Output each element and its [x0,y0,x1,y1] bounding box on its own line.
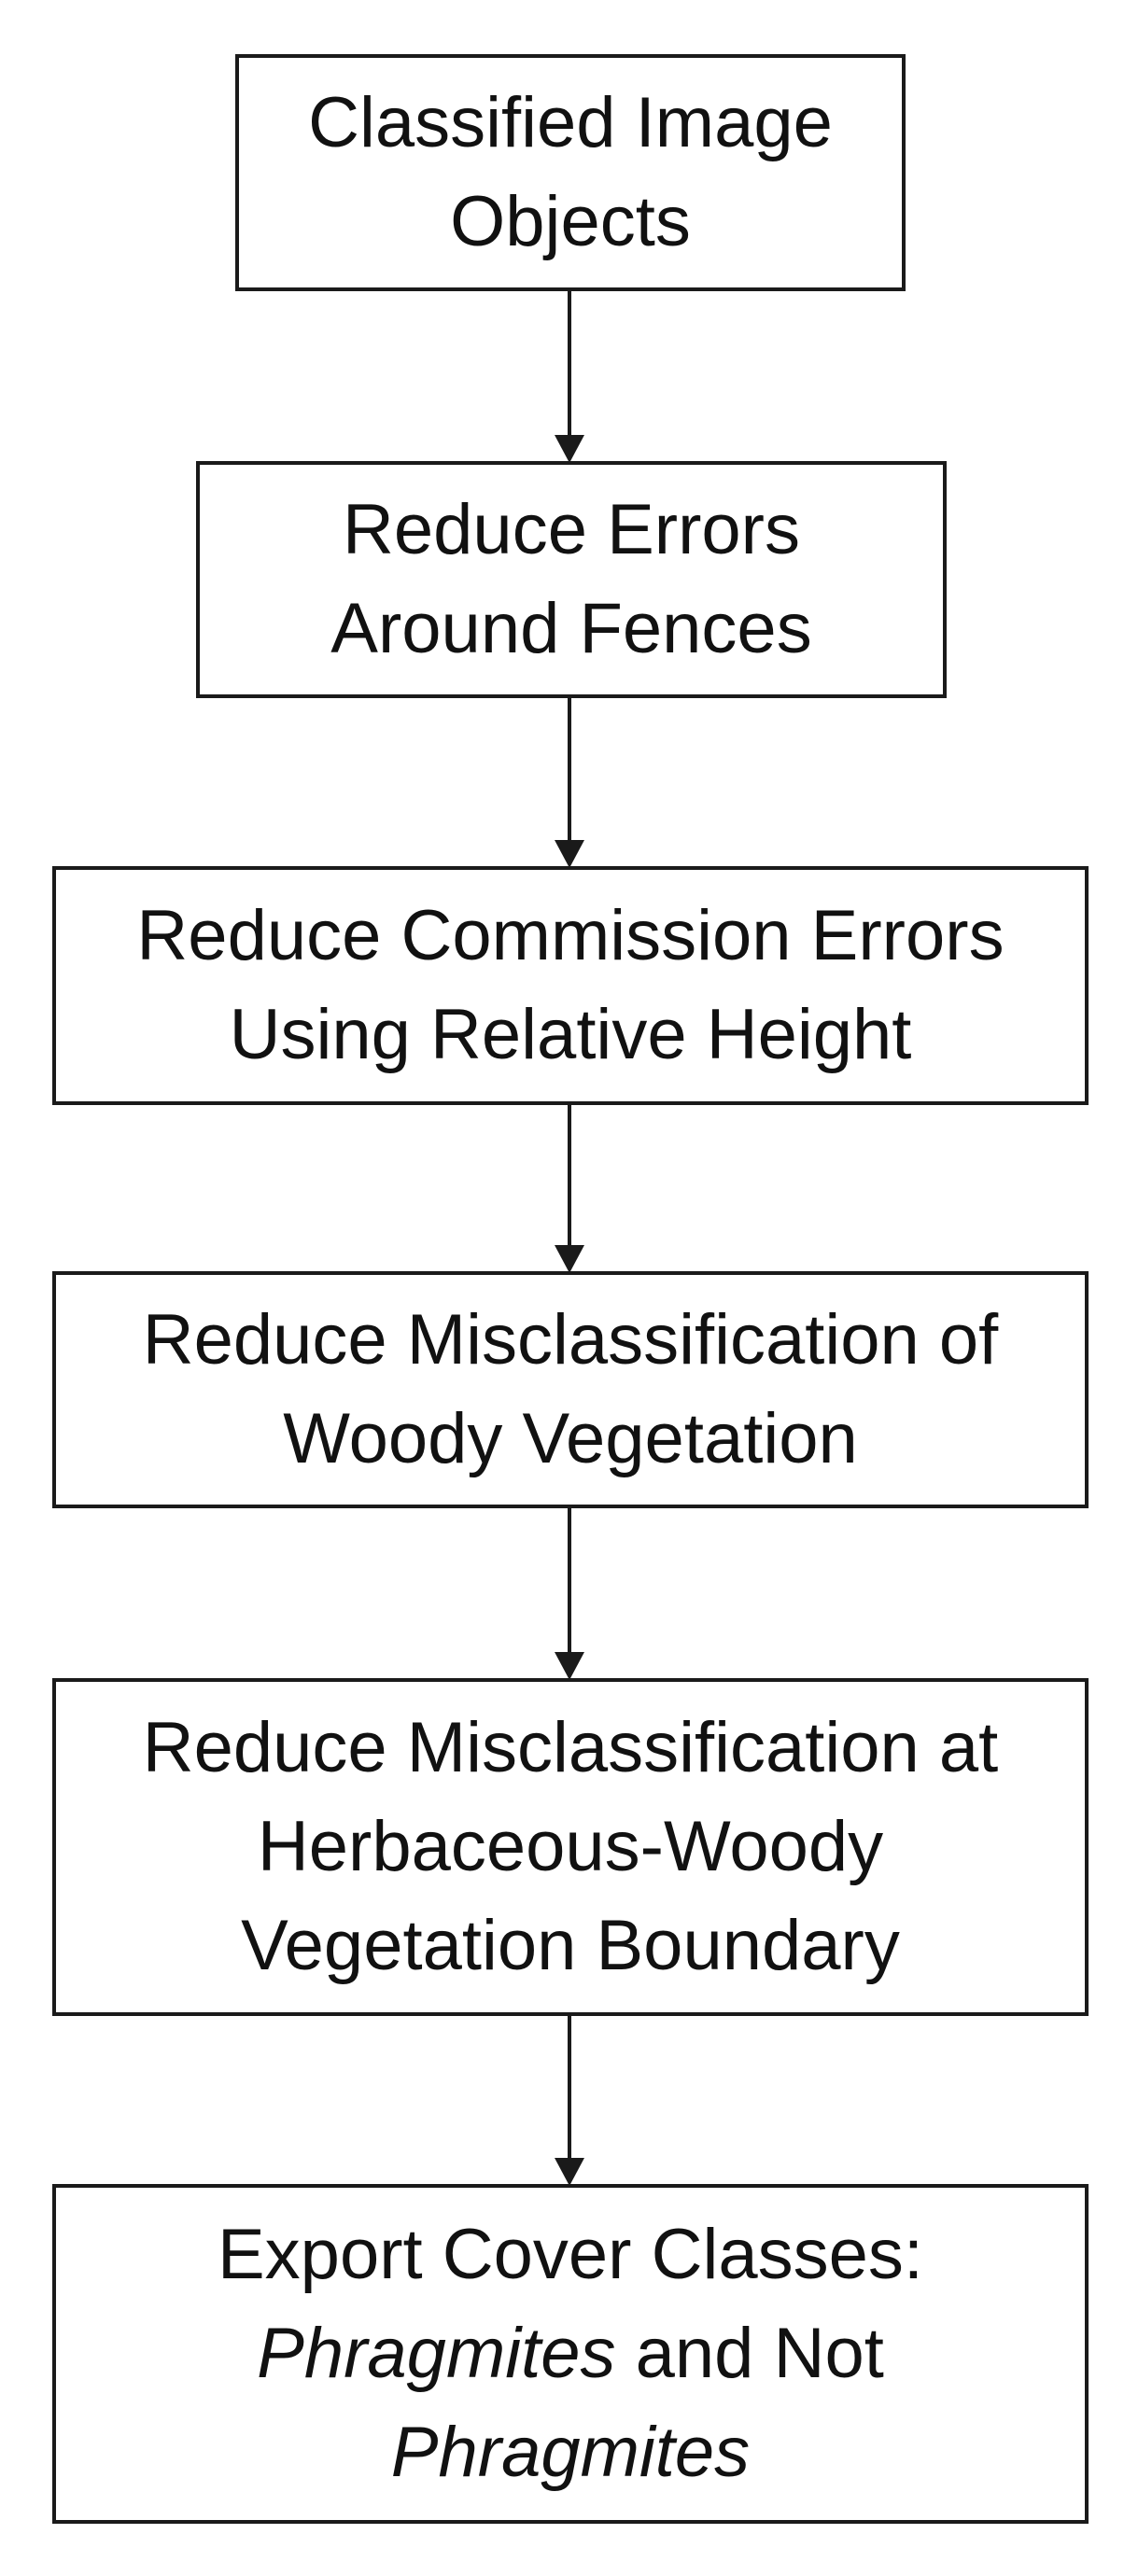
step-6-line-1: Export Cover Classes: [217,2215,924,2294]
step-reduce-errors-around-fences: Reduce Errors Around Fences [196,461,947,698]
step-6-line-2: Phragmites and Not [257,2304,884,2403]
step-6-and-not: and Not [615,2314,884,2393]
arrow-step-1-to-2 [555,291,584,463]
step-6-line-3: Phragmites [391,2403,750,2502]
step-3-line-1: Reduce Commission Errors [136,896,1005,975]
step-2-line-1: Reduce Errors [343,490,800,569]
step-export-cover-classes: Export Cover Classes: Phragmites and Not… [52,2184,1089,2524]
arrow-step-2-to-3 [555,698,584,868]
step-1-line-1: Classified Image [308,83,833,162]
step-4-line-1: Reduce Misclassification of [142,1300,999,1379]
step-6-phragmites-2: Phragmites [390,2413,751,2492]
step-6-phragmites-1: Phragmites [257,2314,616,2393]
step-reduce-misclassification-boundary: Reduce Misclassification at Herbaceous-W… [52,1678,1089,2016]
step-classified-image-objects: Classified Image Objects [235,54,906,291]
step-reduce-commission-errors: Reduce Commission Errors Using Relative … [52,866,1089,1105]
step-2-line-2: Around Fences [330,589,812,668]
arrow-step-4-to-5 [555,1508,584,1680]
step-1-line-2: Objects [450,182,691,261]
arrow-step-5-to-6 [555,2016,584,2186]
step-4-line-2: Woody Vegetation [283,1399,858,1478]
step-5-line-1: Reduce Misclassification at [142,1708,999,1787]
step-5-line-2: Herbaceous-Woody [257,1807,884,1886]
step-5-line-3: Vegetation Boundary [241,1906,900,1985]
step-3-line-2: Using Relative Height [229,995,912,1074]
step-reduce-misclassification-woody: Reduce Misclassification of Woody Vegeta… [52,1271,1089,1508]
arrow-step-3-to-4 [555,1105,584,1273]
